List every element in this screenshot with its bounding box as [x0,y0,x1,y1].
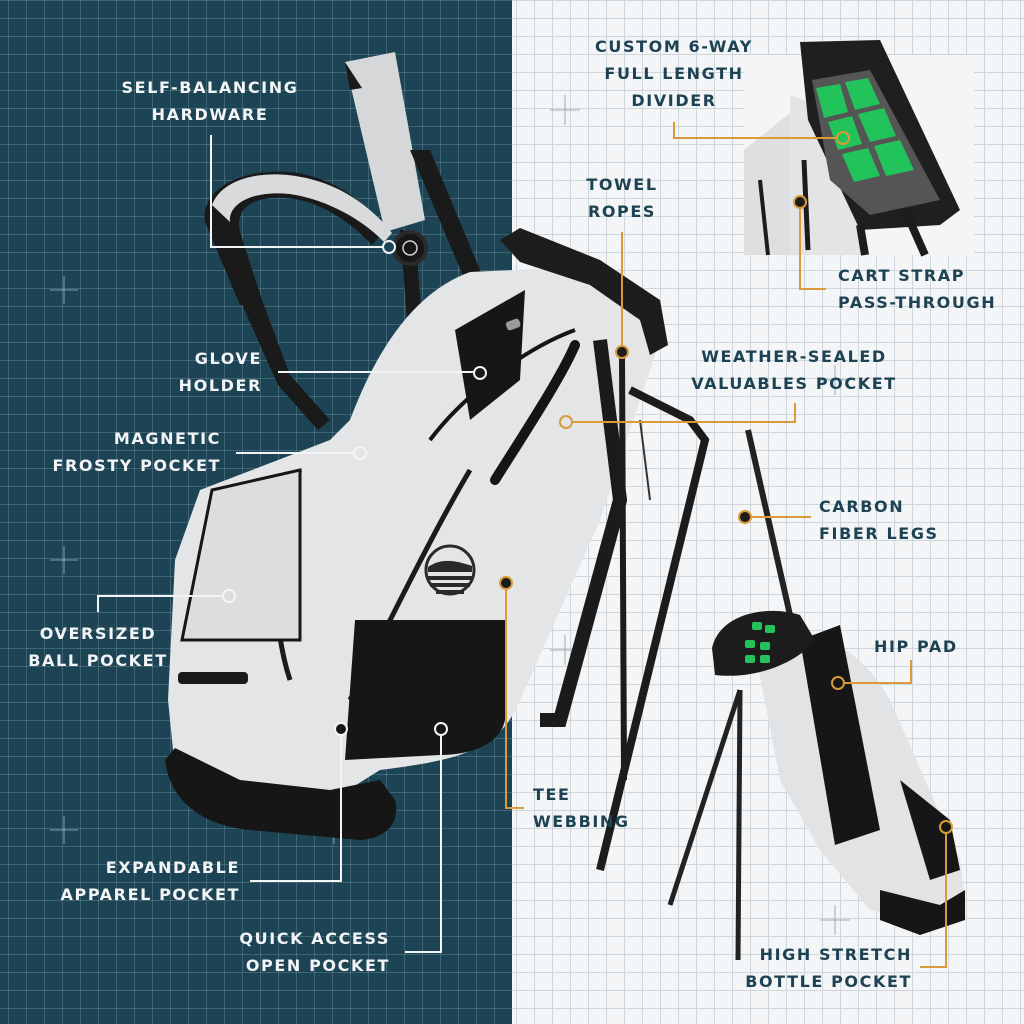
callout-text-line: VALUABLES POCKET [691,374,897,393]
callout-magnetic-frosty-pocket: MAGNETIC FROSTY POCKET [21,425,221,479]
callout-text-line: SELF-BALANCING [121,78,299,97]
callout-text-line: TOWEL [586,175,658,194]
callout-quick-access-open-pocket: QUICK ACCESS OPEN POCKET [200,925,390,979]
callout-glove-holder: GLOVE HOLDER [112,345,262,399]
callout-text-line: WEBBING [533,812,630,831]
callout-dot-weather-sealed [559,415,573,429]
callout-dot-cart-strap [793,195,807,209]
callout-text-line: HARDWARE [151,105,269,124]
callout-line-custom-divider [673,122,837,139]
callout-expandable-apparel-pocket: EXPANDABLE APPAREL POCKET [40,854,240,908]
callout-dot-bottle-pocket [939,820,953,834]
callout-tee-webbing: TEE WEBBING [533,781,653,835]
callout-text-line: WEATHER-SEALED [701,347,887,366]
callout-text-line: MAGNETIC [113,429,221,448]
callout-text-line: APPAREL POCKET [60,885,240,904]
callout-hip-pad: HIP PAD [874,633,994,660]
callout-line-oversized-ball [97,595,223,612]
callout-line-quick-access [405,735,442,953]
callout-line-cart-strap [799,208,826,290]
callout-text-line: BOTTLE POCKET [745,972,912,991]
callout-dot-self-balancing [382,240,396,254]
callout-text-line: FROSTY POCKET [52,456,221,475]
callout-text-line: OPEN POCKET [245,956,390,975]
callout-line-expandable-apparel [250,735,342,882]
callout-towel-ropes: TOWEL ROPES [562,171,682,225]
callout-dot-tee-webbing [499,576,513,590]
callout-text-line: CARBON [819,497,905,516]
callout-text-line: FULL LENGTH [604,64,744,83]
callout-carbon-fiber-legs: CARBON FIBER LEGS [819,493,959,547]
callout-dot-hip-pad [831,676,845,690]
callout-text-line: DIVIDER [631,91,717,110]
callout-text-line: ROPES [587,202,657,221]
callout-text-line: HOLDER [178,376,262,395]
callout-dot-towel-ropes [615,345,629,359]
callout-line-self-balancing [210,135,383,248]
callout-weather-sealed-valuables-pocket: WEATHER-SEALED VALUABLES POCKET [684,343,904,397]
callout-text-line: GLOVE [194,349,262,368]
callout-line-tee-webbing [505,589,524,809]
callout-dot-glove-holder [473,366,487,380]
callout-text-line: FIBER LEGS [819,524,939,543]
callout-text-line: PASS-THROUGH [838,293,997,312]
divider-top-inset [744,40,974,257]
callout-text-line: HIP PAD [874,637,958,656]
callout-text-line: TEE [533,785,571,804]
callout-line-bottle-pocket [920,833,947,968]
brand-logo [424,544,476,596]
callout-line-weather-sealed [572,403,796,423]
callout-dot-magnetic-frosty [353,446,367,460]
callout-high-stretch-bottle-pocket: HIGH STRETCH BOTTLE POCKET [732,941,912,995]
callout-cart-strap-pass-through: CART STRAP PASS-THROUGH [838,262,1018,316]
callout-dot-expandable-apparel [334,722,348,736]
callout-self-balancing-hardware: SELF-BALANCING HARDWARE [110,74,310,128]
callout-text-line: HIGH STRETCH [759,945,912,964]
callout-oversized-ball-pocket: OVERSIZED BALL POCKET [18,620,178,674]
callout-text-line: CUSTOM 6-WAY [595,37,753,56]
callout-text-line: CART STRAP [838,266,966,285]
callout-dot-custom-divider [836,131,850,145]
callout-dot-oversized-ball [222,589,236,603]
golf-bag-main [165,52,710,871]
callout-text-line: OVERSIZED [39,624,157,643]
callout-line-hip-pad [844,660,912,684]
callout-dot-quick-access [434,722,448,736]
callout-text-line: BALL POCKET [28,651,168,670]
callout-custom-divider: CUSTOM 6-WAY FULL LENGTH DIVIDER [584,33,764,114]
callout-dot-carbon-legs [738,510,752,524]
callout-text-line: QUICK ACCESS [239,929,390,948]
callout-text-line: EXPANDABLE [105,858,240,877]
